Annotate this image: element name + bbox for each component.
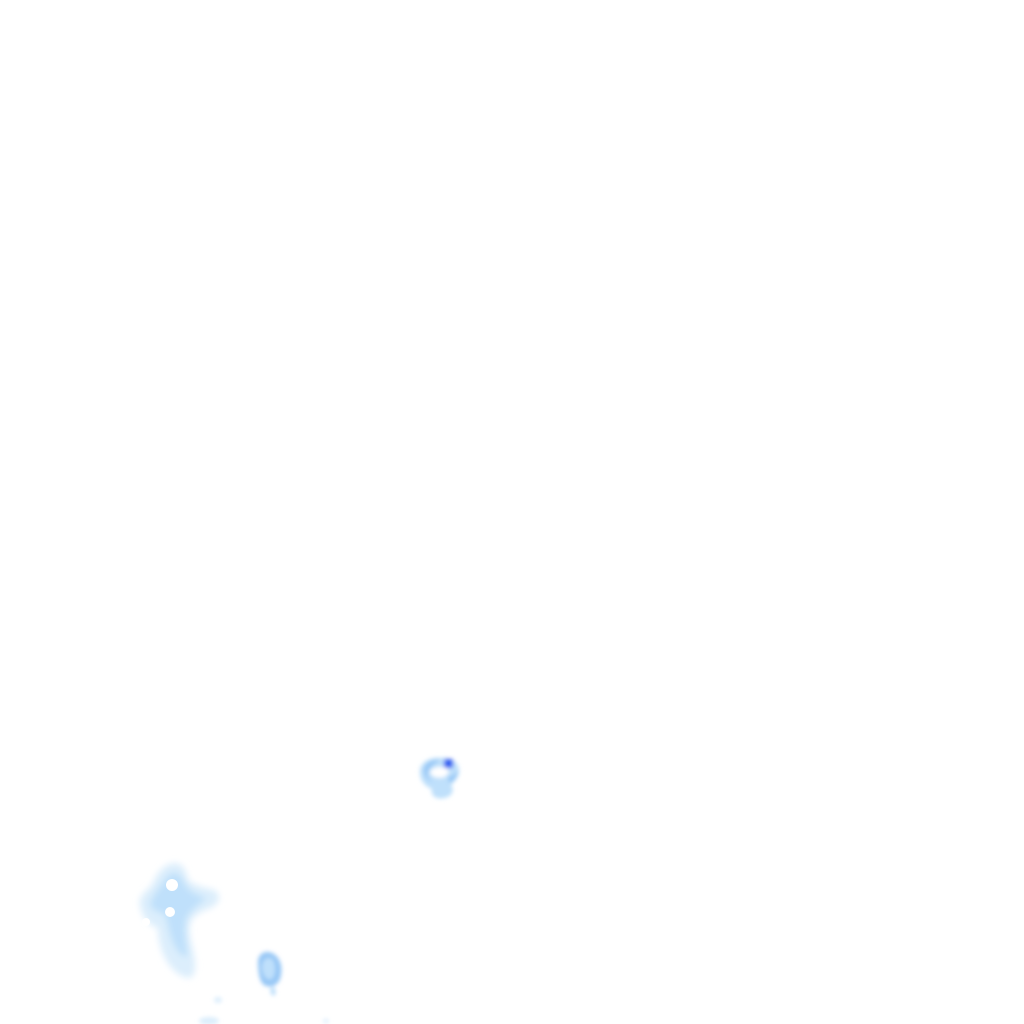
precip-cell-south xyxy=(258,951,282,996)
precip-specks xyxy=(199,997,329,1024)
precip-cell-southwest xyxy=(139,862,219,978)
precip-cell-southwest-holes xyxy=(142,879,178,926)
precip-cell-center xyxy=(419,757,460,799)
